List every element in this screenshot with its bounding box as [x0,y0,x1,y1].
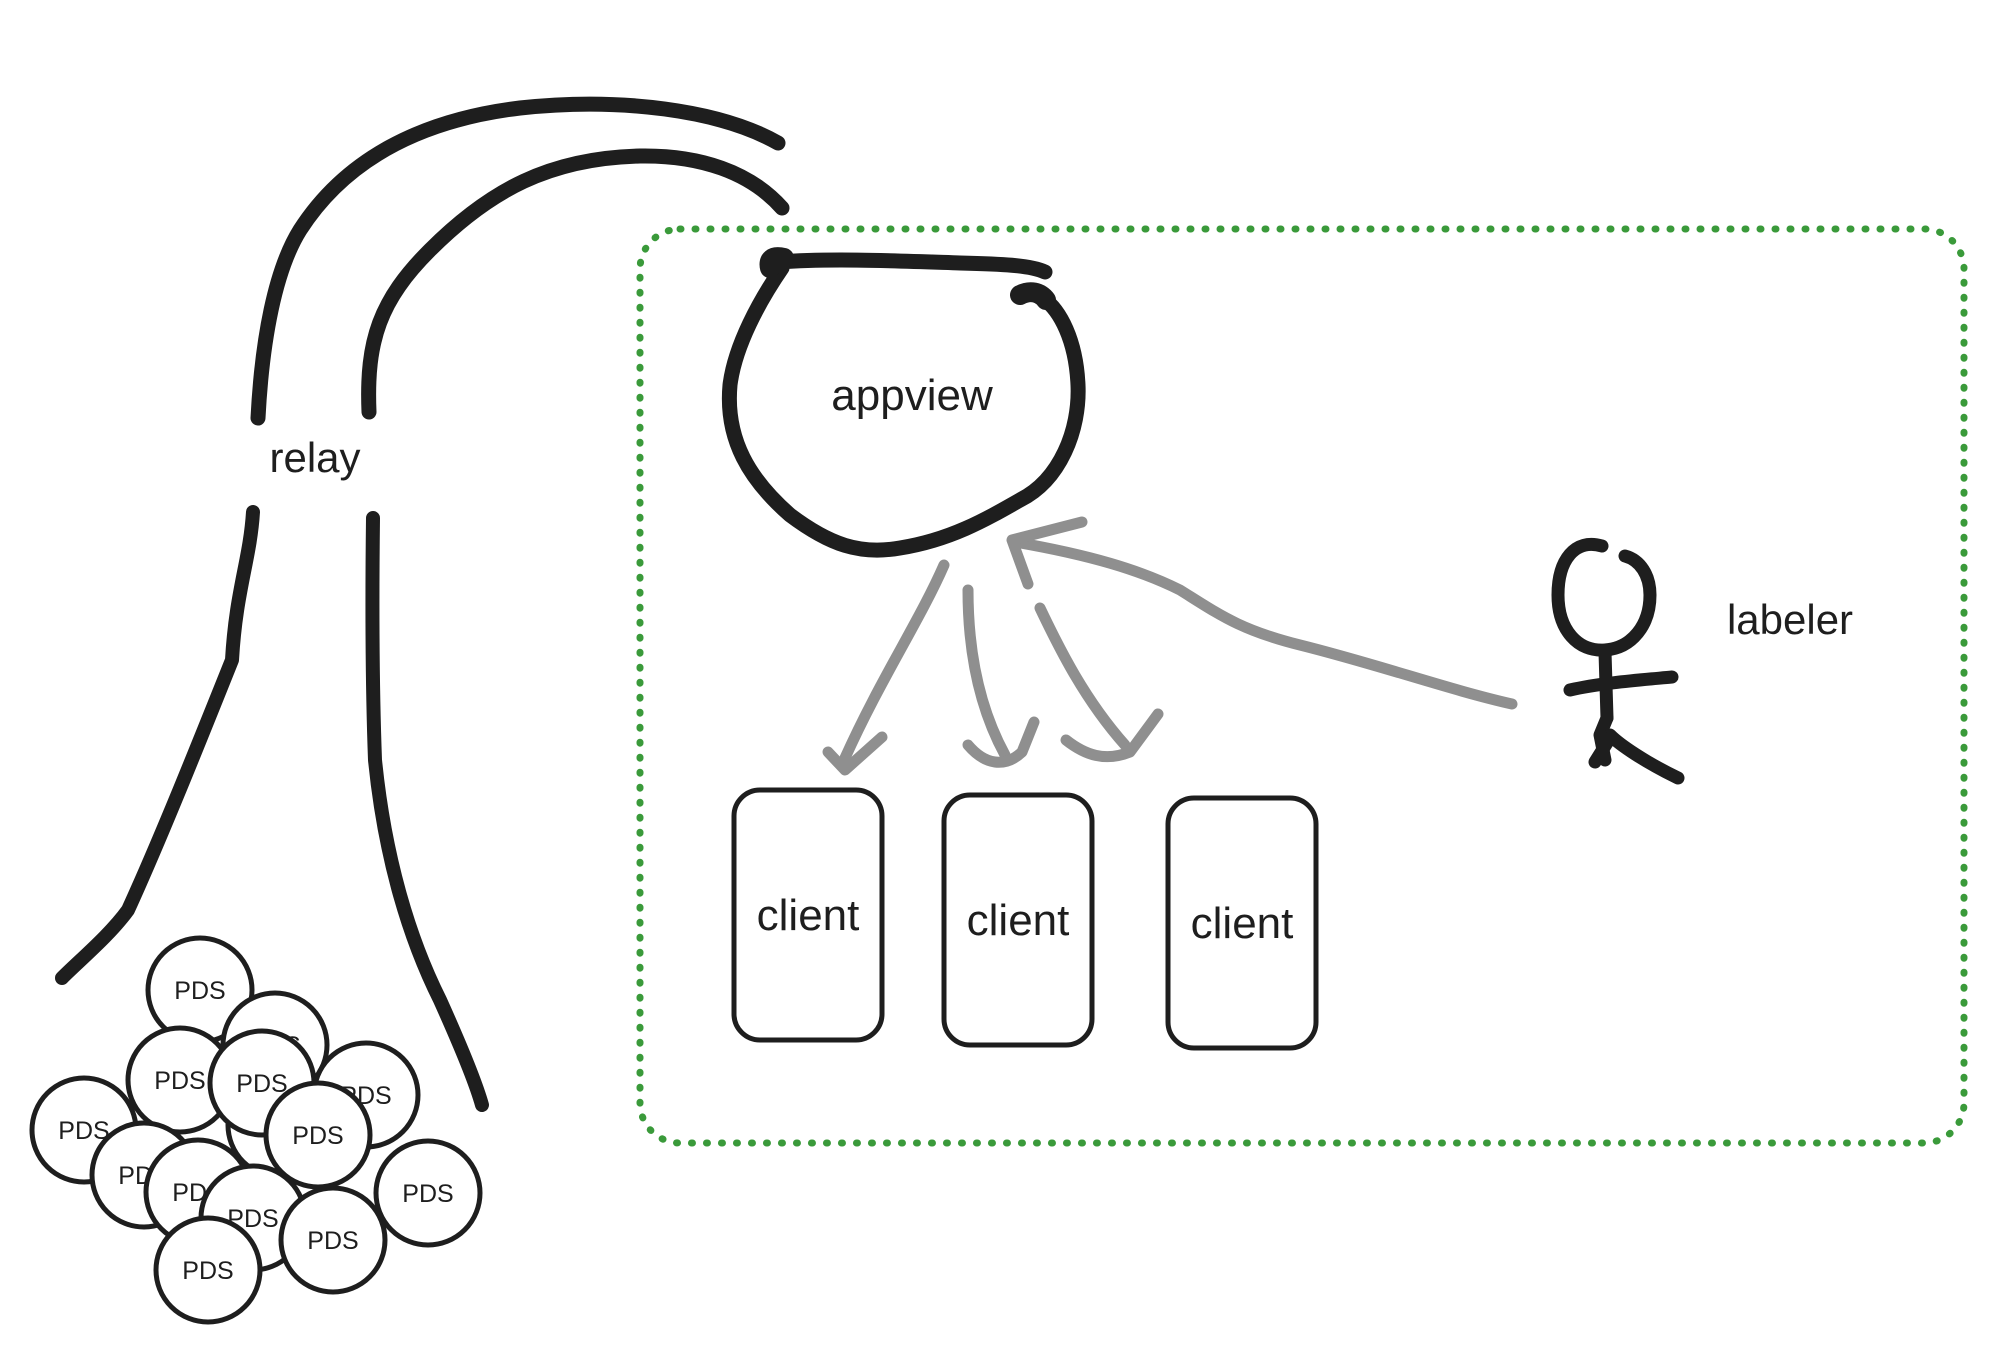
client-box-1: client [731,787,885,1043]
pds-node: PDS [278,1185,388,1295]
pds-label: PDS [402,1180,453,1208]
pds-label: PDS [58,1117,109,1145]
pds-cluster: PDSPDSPDSPDSPDSPDSPDSPDSPDSPDSPDSPDSPDSP… [29,935,483,1325]
arrow-to-client-2 [962,584,1011,761]
labeler-label: labeler [1727,596,1853,643]
labeler-to-appview-arrow [1006,516,1518,710]
pds-label: PDS [174,977,225,1005]
client-box-3: client [1165,795,1319,1051]
pds-node: PDS [145,935,255,1045]
pds-label: PDS [236,1070,287,1098]
client-label: client [967,896,1070,945]
client-box-2: client [941,792,1095,1048]
relay-label: relay [269,434,360,481]
arrow-to-client-1 [839,559,950,764]
pds-circle [263,1080,373,1190]
arrow-to-client-3 [1034,602,1131,751]
pds-label: PDS [182,1257,233,1285]
pds-node: PDS [125,1025,235,1135]
client-label: client [1191,899,1294,948]
appview-to-clients-arrows [822,559,1164,776]
pds-circle [278,1185,388,1295]
relay-pipe [55,96,790,1112]
pds-node: PDS [373,1138,483,1248]
appview-label: appview [831,371,993,420]
labeler-person-icon [1551,537,1685,785]
pds-label: PDS [154,1067,205,1095]
pds-node: PDS [153,1215,263,1325]
pds-node: PDS [263,1080,373,1190]
appview-shape [721,247,1086,558]
client-label: client [757,891,860,940]
pds-circle [373,1138,483,1248]
pds-label: PDS [307,1227,358,1255]
pds-circle [153,1215,263,1325]
pds-label: PDS [292,1122,343,1150]
appview-boundary-box [636,225,1968,1147]
